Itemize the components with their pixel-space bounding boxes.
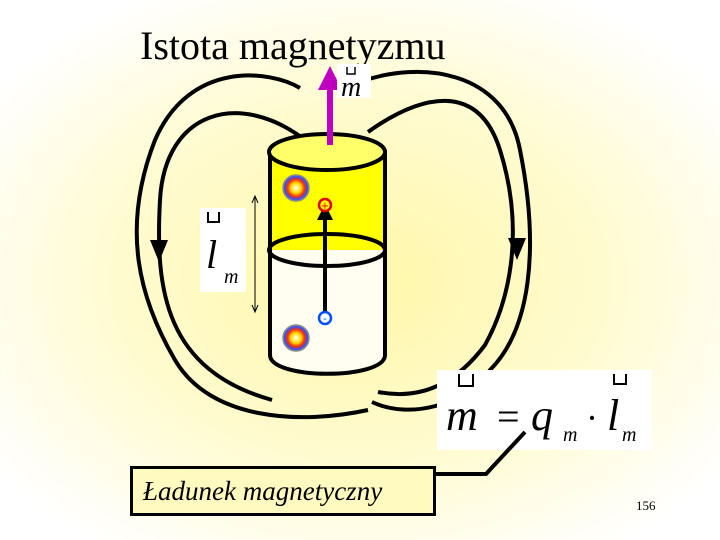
formula-q: q [531,391,553,440]
label-connector [436,430,527,476]
formula-l-subscript: m [622,424,636,446]
length-subscript: m [224,266,238,288]
formula-equals: = [497,394,520,439]
field-arrow-left [150,240,168,262]
negative-charge [317,310,333,326]
formula-dot: · [586,398,598,438]
formula-q-subscript: m [563,424,577,446]
field-arrow-right [508,238,526,260]
upper-ball [282,174,310,202]
page-number: 156 [636,498,656,513]
field-line-inner-right [366,98,515,397]
formula-l: l [607,391,619,440]
positive-charge [317,197,333,213]
moment-symbol: m [341,72,361,103]
length-symbol: l [206,232,217,277]
slide-title: Istota magnetyzmu [140,23,446,68]
field-line-outer-left [134,73,369,420]
moment-label-box [337,64,371,98]
minus-sign: - [323,312,327,325]
plus-sign: + [321,201,329,212]
magnetic-charge-label: Ładunek magnetyczny [130,466,436,516]
field-line-inner-left [156,111,307,402]
formula-lhs: m [446,391,478,440]
lower-ball [282,324,310,352]
